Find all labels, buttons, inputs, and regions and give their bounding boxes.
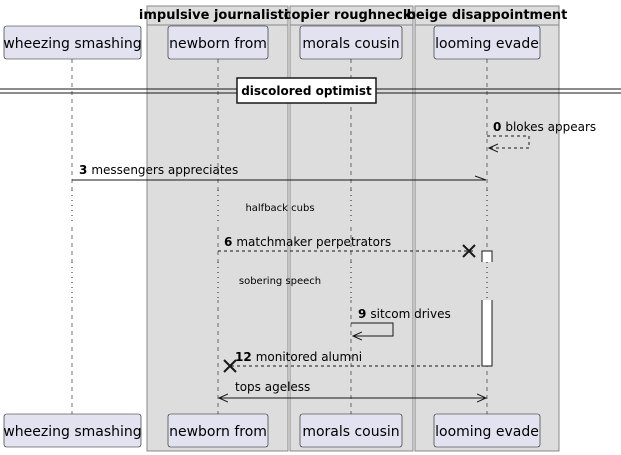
- message-text: monitored alumni: [256, 350, 362, 364]
- participant-foot-looming-evade[interactable]: looming evade: [433, 413, 541, 448]
- participant-label: looming evade: [435, 36, 539, 52]
- message-12: 12 monitored alumni: [223, 350, 482, 373]
- delay-label: halfback cubs: [245, 203, 314, 214]
- participant-label: newborn from: [169, 36, 267, 52]
- message-6: 6 matchmaker perpetrators: [218, 235, 476, 258]
- destroy-icon: [462, 244, 476, 258]
- message-number: 9: [358, 307, 366, 321]
- message-label: 9 sitcom drives: [358, 307, 451, 321]
- message-text: messengers appreciates: [91, 163, 238, 177]
- participant-foot-wheezing-smashing[interactable]: wheezing smashing: [3, 413, 142, 448]
- participant-head-looming-evade[interactable]: looming evade: [433, 25, 541, 60]
- group-box-copier-roughnecks: copier roughnecks: [284, 5, 420, 452]
- message-0: 0 blokes appears: [487, 120, 596, 148]
- message-text: matchmaker perpetrators: [236, 235, 391, 249]
- message-label: 12 monitored alumni: [235, 350, 362, 364]
- message-number: 12: [235, 350, 252, 364]
- participant-label: morals cousin: [302, 36, 399, 52]
- divider-label: discolored optimist: [241, 84, 372, 98]
- participant-head-morals-cousin[interactable]: morals cousin: [299, 25, 403, 60]
- participant-label: newborn from: [169, 424, 267, 440]
- message-label: 6 matchmaker perpetrators: [224, 235, 391, 249]
- group-box-title: impulsive journalistic: [139, 8, 296, 23]
- message-text: blokes appears: [505, 120, 596, 134]
- participant-foot-morals-cousin[interactable]: morals cousin: [299, 413, 403, 448]
- participant-label: morals cousin: [302, 424, 399, 440]
- divider: discolored optimist: [0, 77, 621, 104]
- message-9: 9 sitcom drives: [351, 307, 451, 336]
- message-number: 0: [493, 120, 501, 134]
- message-text: sitcom drives: [370, 307, 450, 321]
- participant-label: wheezing smashing: [3, 424, 141, 440]
- participant-foot-newborn-from[interactable]: newborn from: [167, 413, 269, 448]
- participant-label: wheezing smashing: [3, 36, 141, 52]
- message-number: 3: [79, 163, 87, 177]
- delay-label: sobering speech: [239, 276, 321, 287]
- group-box-title: copier roughnecks: [284, 8, 420, 23]
- activation-bar: [481, 250, 493, 367]
- message-tops-ageless: tops ageless: [219, 380, 486, 398]
- message-label: 0 blokes appears: [493, 120, 596, 134]
- delay-region: [70, 190, 489, 225]
- message-label: 3 messengers appreciates: [79, 163, 238, 177]
- message-3: 3 messengers appreciates: [72, 163, 487, 181]
- activation-bar-gap: [481, 262, 493, 300]
- message-number: 6: [224, 235, 232, 249]
- participant-head-newborn-from[interactable]: newborn from: [167, 25, 269, 60]
- destroy-icon: [223, 359, 237, 373]
- participant-head-wheezing-smashing[interactable]: wheezing smashing: [3, 25, 142, 60]
- group-box-title: beige disappointment: [407, 8, 568, 23]
- participant-label: looming evade: [435, 424, 539, 440]
- message-text: tops ageless: [235, 380, 310, 394]
